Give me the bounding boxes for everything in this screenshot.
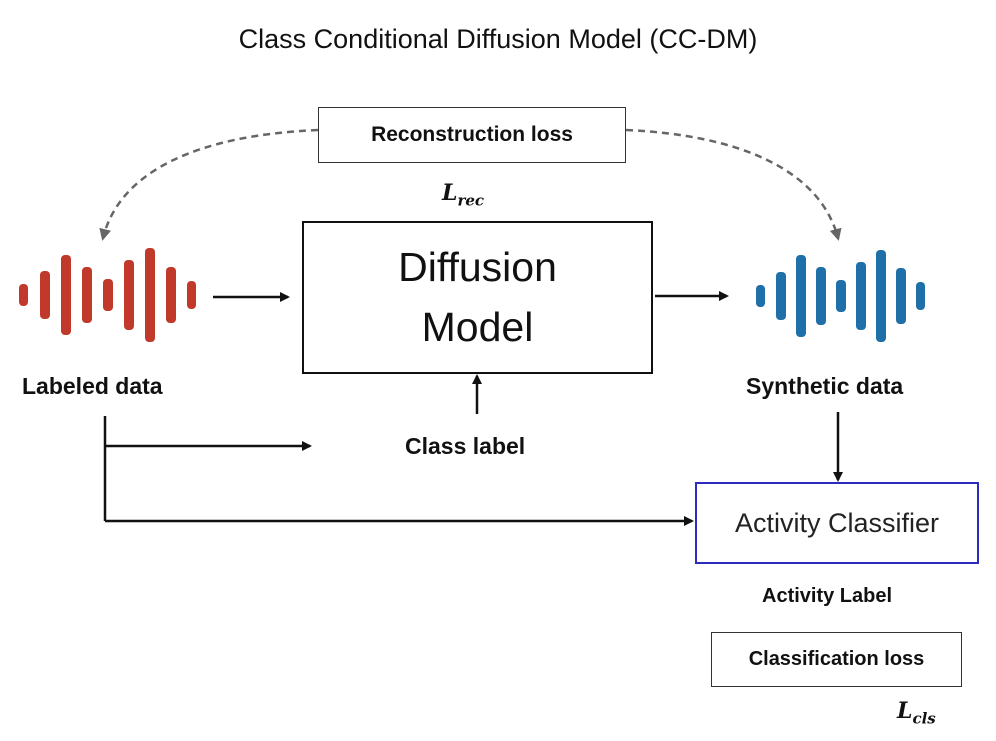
labeled-data-label: Labeled data bbox=[22, 373, 163, 399]
diffusion-model-line1: Diffusion bbox=[398, 244, 557, 291]
activity-label-text: Activity Label bbox=[762, 585, 893, 607]
classification-loss-label: Classification loss bbox=[748, 648, 925, 670]
diffusion-model-line2: Model bbox=[421, 303, 534, 350]
diagram-title: Class Conditional Diffusion Model (CC-DM… bbox=[238, 24, 758, 54]
classification-loss-box: Classification loss bbox=[711, 632, 962, 687]
synthetic-data-waveform-icon bbox=[756, 250, 925, 342]
classification-loss-symbol: Lcls bbox=[897, 698, 936, 728]
rec-loss-to-labeled-arrow bbox=[99, 128, 319, 241]
diffusion-model-box: Diffusion Model bbox=[302, 221, 653, 374]
reconstruction-loss-box: Reconstruction loss bbox=[318, 107, 626, 163]
activity-classifier-label: Activity Classifier bbox=[734, 507, 940, 538]
reconstruction-loss-label: Reconstruction loss bbox=[371, 123, 573, 146]
class-label-text: Class label bbox=[405, 433, 526, 459]
labeled-data-waveform-icon bbox=[19, 248, 196, 342]
synthetic-data-label: Synthetic data bbox=[746, 373, 904, 399]
rec-loss-to-synthetic-arrow bbox=[625, 128, 842, 241]
activity-classifier-box: Activity Classifier bbox=[695, 482, 979, 564]
reconstruction-loss-symbol: Lrec bbox=[442, 180, 485, 210]
